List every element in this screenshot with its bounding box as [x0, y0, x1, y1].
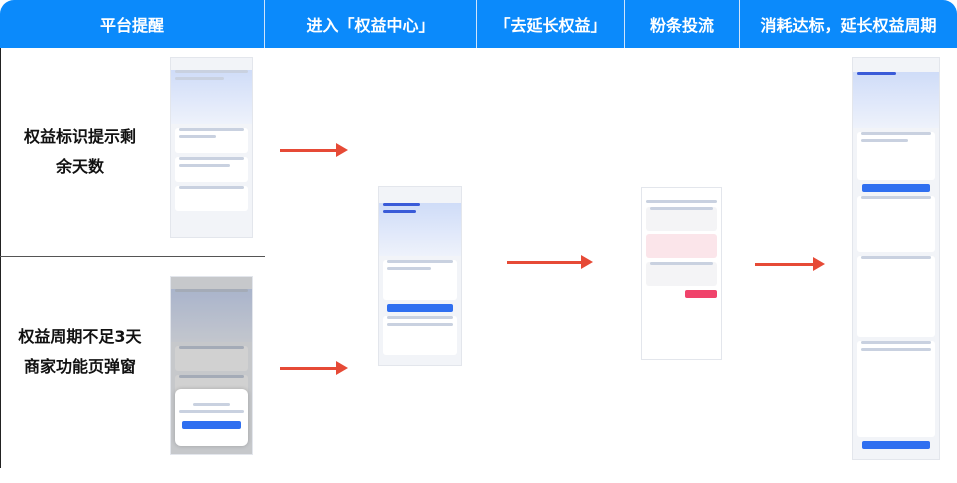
row-label-remaining-days: 权益标识提示剩 余天数	[0, 122, 160, 182]
row-label-popup: 权益周期不足3天 商家功能页弹窗	[0, 322, 160, 382]
flow-arrow	[280, 361, 348, 375]
label-line: 商家功能页弹窗	[23, 357, 136, 376]
header-platform-reminder: 平台提醒	[0, 0, 265, 48]
flow-header: 平台提醒 进入「权益中心」 「去延长权益」 粉条投流 消耗达标，延长权益周期	[0, 0, 957, 48]
flow-arrow	[755, 257, 825, 271]
left-border	[0, 48, 1, 468]
row-divider	[0, 256, 265, 257]
popup-dialog	[175, 389, 248, 446]
header-extend-period: 消耗达标，延长权益周期	[760, 16, 937, 35]
label-line: 权益周期不足3天	[18, 327, 142, 346]
header-enter-benefit-center: 进入「权益中心」	[265, 0, 477, 48]
screenshot-merchant-home	[170, 57, 253, 238]
header-promotion: 粉条投流	[625, 0, 740, 48]
label-line: 权益标识提示剩	[23, 127, 136, 146]
flow-arrow	[507, 255, 593, 269]
header-extend-benefit: 「去延长权益」	[477, 0, 625, 48]
screenshot-promotion	[641, 187, 722, 360]
label-line: 余天数	[55, 157, 104, 176]
flow-arrow	[280, 143, 348, 157]
screenshot-extended-period	[852, 57, 940, 460]
screenshot-benefit-center	[378, 186, 462, 366]
screenshot-expiry-popup	[170, 276, 253, 455]
